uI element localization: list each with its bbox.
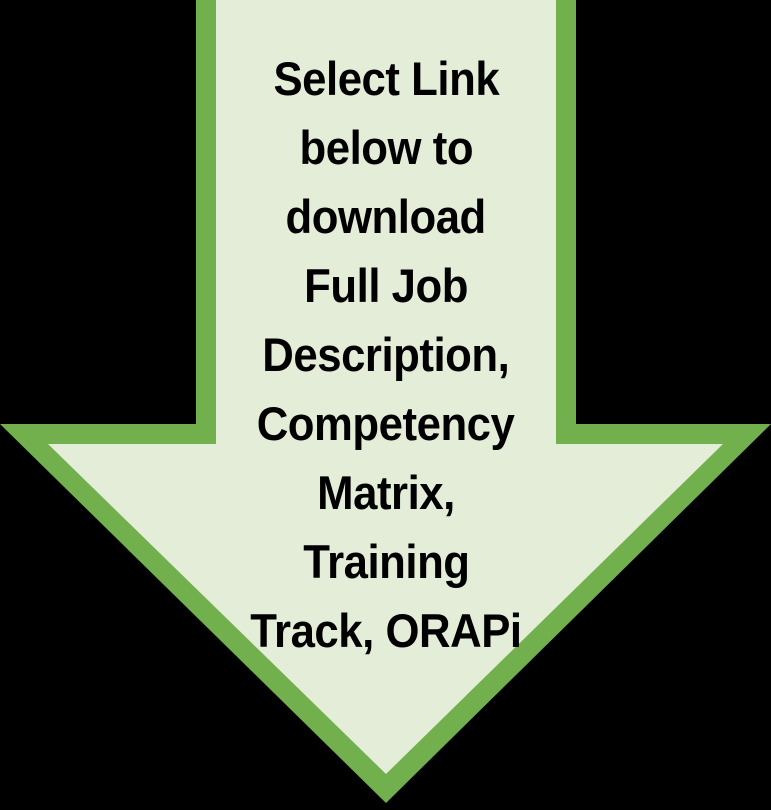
arrow-inner-fill — [48, 0, 723, 774]
